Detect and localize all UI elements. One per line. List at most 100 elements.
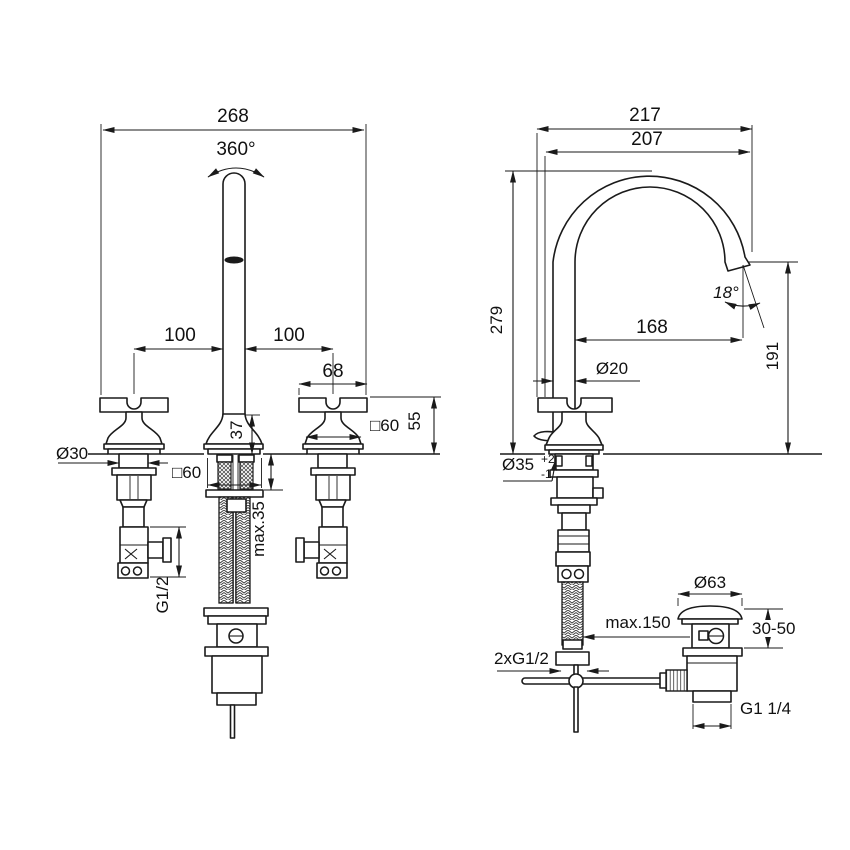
- label-background: [750, 620, 798, 637]
- stud-cap: [216, 454, 233, 463]
- valve-cross-mark: [323, 548, 337, 560]
- waste-flange-plate: [207, 615, 267, 625]
- inlet-nut: [555, 651, 590, 666]
- valve-upper-body: [116, 474, 152, 501]
- angle-arc-icon: [724, 301, 761, 310]
- dim-spout-dia: Ø20: [533, 359, 640, 384]
- valve-outlet-cap: [162, 537, 172, 563]
- side-view: 217 207 279 18° 168: [487, 105, 822, 733]
- dim-height: 279: [487, 170, 652, 455]
- spout-joint-ring: [224, 256, 244, 264]
- valve-cross-mark: [124, 548, 138, 560]
- dim-label-2xg12: 2xG1/2: [494, 649, 549, 668]
- dim-waste-cap: Ø63: [677, 573, 743, 606]
- dim-reach-base: 207: [544, 129, 751, 397]
- spout-undermount: [205, 454, 264, 604]
- spout-column: [222, 172, 246, 417]
- stud-cap: [238, 454, 255, 463]
- dim-hole-dia: Ø35 +2 -1: [502, 452, 557, 482]
- mounting-washer: [205, 489, 264, 498]
- dim-label-box60-right: □60: [370, 416, 399, 435]
- dim-label-279: 279: [487, 306, 506, 334]
- dim-label-191: 191: [763, 342, 782, 370]
- dim-rod-max: max.150: [582, 613, 690, 640]
- flex-hose: [235, 496, 251, 604]
- cross-handle-bar: [99, 397, 169, 413]
- dim-label-100-right: 100: [273, 325, 305, 346]
- tolerance-plus: +2: [541, 452, 555, 466]
- waste-side-view: Ø63 30-50: [659, 573, 798, 729]
- hex-detail: [120, 566, 131, 576]
- dim-handle-width: 68: [298, 361, 368, 395]
- under-hex: [557, 504, 591, 514]
- dim-label-207: 207: [631, 129, 663, 150]
- pull-rod: [573, 686, 579, 733]
- dim-valve-thread: G1/2: [150, 526, 186, 613]
- dim-label-55: 55: [405, 412, 424, 431]
- handle-flange: [310, 467, 356, 476]
- hex-detail: [561, 568, 572, 580]
- dim-handle-box: □60: [305, 416, 399, 440]
- angle-outlet: 18°: [713, 264, 765, 338]
- waste-body-flange: [204, 646, 269, 657]
- pull-rod: [229, 704, 236, 739]
- dim-overall-width: 268: [100, 106, 367, 395]
- dim-label-68: 68: [322, 361, 343, 382]
- waste-clamp: [698, 630, 709, 641]
- rod-connector: [665, 669, 688, 692]
- left-handle: [99, 397, 172, 579]
- under-body: [556, 476, 594, 499]
- cross-handle-bar-side: [537, 397, 613, 413]
- dim-label-217: 217: [629, 105, 661, 126]
- swivel-label: 360°: [216, 139, 255, 160]
- dim-label-d30: Ø30: [56, 444, 88, 463]
- valve-taper: [119, 499, 148, 508]
- dim-handle-height: 55: [370, 396, 441, 455]
- rod-ball-joint: [568, 673, 584, 689]
- handle-skirt: [304, 411, 362, 445]
- hex-detail: [132, 566, 143, 576]
- valve-outlet-cap: [295, 537, 305, 563]
- hex-detail: [573, 568, 585, 580]
- dim-label-max35: max.35: [249, 501, 268, 557]
- valve-neck: [122, 506, 145, 528]
- dim-reach-overall: 217: [536, 105, 753, 397]
- leader-arrow: [550, 458, 557, 482]
- spout-base-gasket: [207, 448, 261, 455]
- dim-label-100-left: 100: [164, 325, 196, 346]
- hose-fitting: [562, 639, 583, 650]
- dim-label-max150: max.150: [605, 613, 670, 632]
- side-nub: [592, 487, 604, 499]
- dim-label-168: 168: [636, 317, 668, 338]
- angle-label-18: 18°: [713, 283, 739, 302]
- dim-label-30-50: 30-50: [752, 619, 795, 638]
- underbody-side: [521, 453, 678, 733]
- front-view: 268 360° 100 100: [56, 106, 441, 739]
- cross-handle-bar: [298, 397, 368, 413]
- right-handle: [295, 397, 368, 579]
- dim-hole-spacing: 100 100: [133, 325, 334, 394]
- dim-label-37: 37: [227, 421, 246, 440]
- flex-hose: [561, 581, 584, 646]
- rod-nut: [226, 498, 247, 513]
- under-body: [557, 529, 590, 553]
- handle-flange: [111, 467, 157, 476]
- waste-flange-plate: [203, 607, 269, 617]
- horizontal-rod: [521, 677, 678, 685]
- waste-body: [686, 655, 738, 692]
- waste-body: [211, 655, 263, 694]
- handle-shank: [118, 453, 149, 469]
- waste-cap-dome: [677, 605, 743, 620]
- dim-inlet-thread: 2xG1/2: [494, 649, 609, 674]
- flow-direction-line: [742, 264, 765, 329]
- waste-body-flange: [682, 647, 743, 657]
- waste-tail: [692, 690, 732, 703]
- handle-shank: [317, 453, 348, 469]
- valve-upper-body: [315, 474, 351, 501]
- valve-outlet: [303, 541, 320, 559]
- dim-clamp-range: 30-50: [744, 608, 798, 649]
- swivel-annotation: 360°: [207, 139, 265, 178]
- tolerance-minus: -1: [541, 467, 552, 481]
